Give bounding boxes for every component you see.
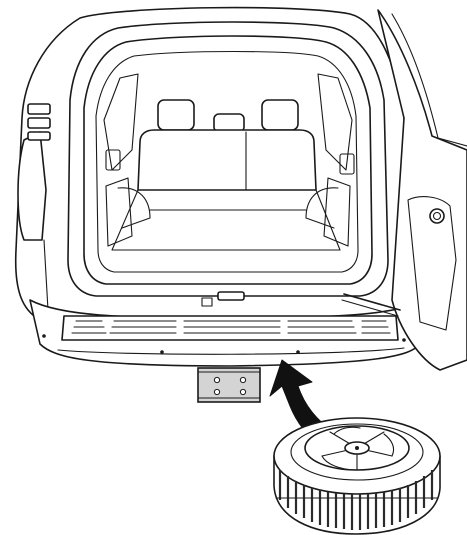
spare-tire-mount-bracket-icon	[197, 367, 261, 403]
bumper-grip-grooves	[71, 320, 391, 334]
vehicle-rear-icon	[14, 6, 422, 367]
spare-tire-icon	[273, 417, 441, 535]
side-door-open-icon	[341, 9, 467, 371]
